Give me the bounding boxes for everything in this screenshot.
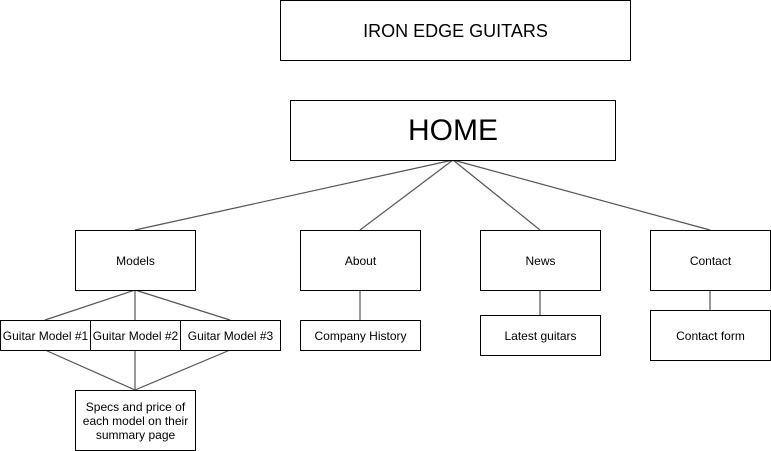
company-history-label: Company History [314, 328, 407, 343]
connector-guitar3-specs [134, 349, 231, 391]
contact-form-node: Contact form [650, 310, 771, 361]
models-label: Models [116, 253, 155, 268]
guitar-model-1-node: Guitar Model #1 [0, 320, 91, 351]
contact-form-label: Contact form [676, 328, 745, 343]
contact-node: Contact [650, 230, 771, 291]
home-node: HOME [290, 100, 616, 161]
company-history-node: Company History [300, 320, 421, 351]
guitar-model-2-node: Guitar Model #2 [90, 320, 181, 351]
latest-guitars-node: Latest guitars [480, 315, 601, 356]
guitar-model-2-label: Guitar Model #2 [92, 328, 179, 343]
site-title-box: IRON EDGE GUITARS [280, 0, 631, 61]
about-label: About [344, 253, 377, 268]
specs-node: Specs and price of each model on their s… [75, 390, 196, 451]
news-label: News [525, 253, 556, 268]
news-node: News [480, 230, 601, 291]
contact-label: Contact [689, 253, 732, 268]
guitar-model-3-label: Guitar Model #3 [187, 328, 274, 343]
connector-home-about [359, 159, 454, 231]
latest-guitars-label: Latest guitars [504, 328, 577, 343]
models-node: Models [75, 230, 196, 291]
home-label: HOME [408, 113, 498, 147]
about-node: About [300, 230, 421, 291]
guitar-model-1-label: Guitar Model #1 [2, 328, 89, 343]
connector-home-contact [452, 159, 711, 231]
specs-label: Specs and price of each model on their s… [82, 399, 189, 442]
site-title: IRON EDGE GUITARS [363, 20, 548, 41]
connector-models-guitar1 [44, 289, 136, 321]
connector-guitar1-specs [44, 349, 136, 391]
connector-home-models [134, 159, 454, 231]
guitar-model-3-node: Guitar Model #3 [180, 320, 281, 351]
connector-home-news [452, 159, 541, 231]
connector-models-guitar3 [134, 289, 231, 321]
